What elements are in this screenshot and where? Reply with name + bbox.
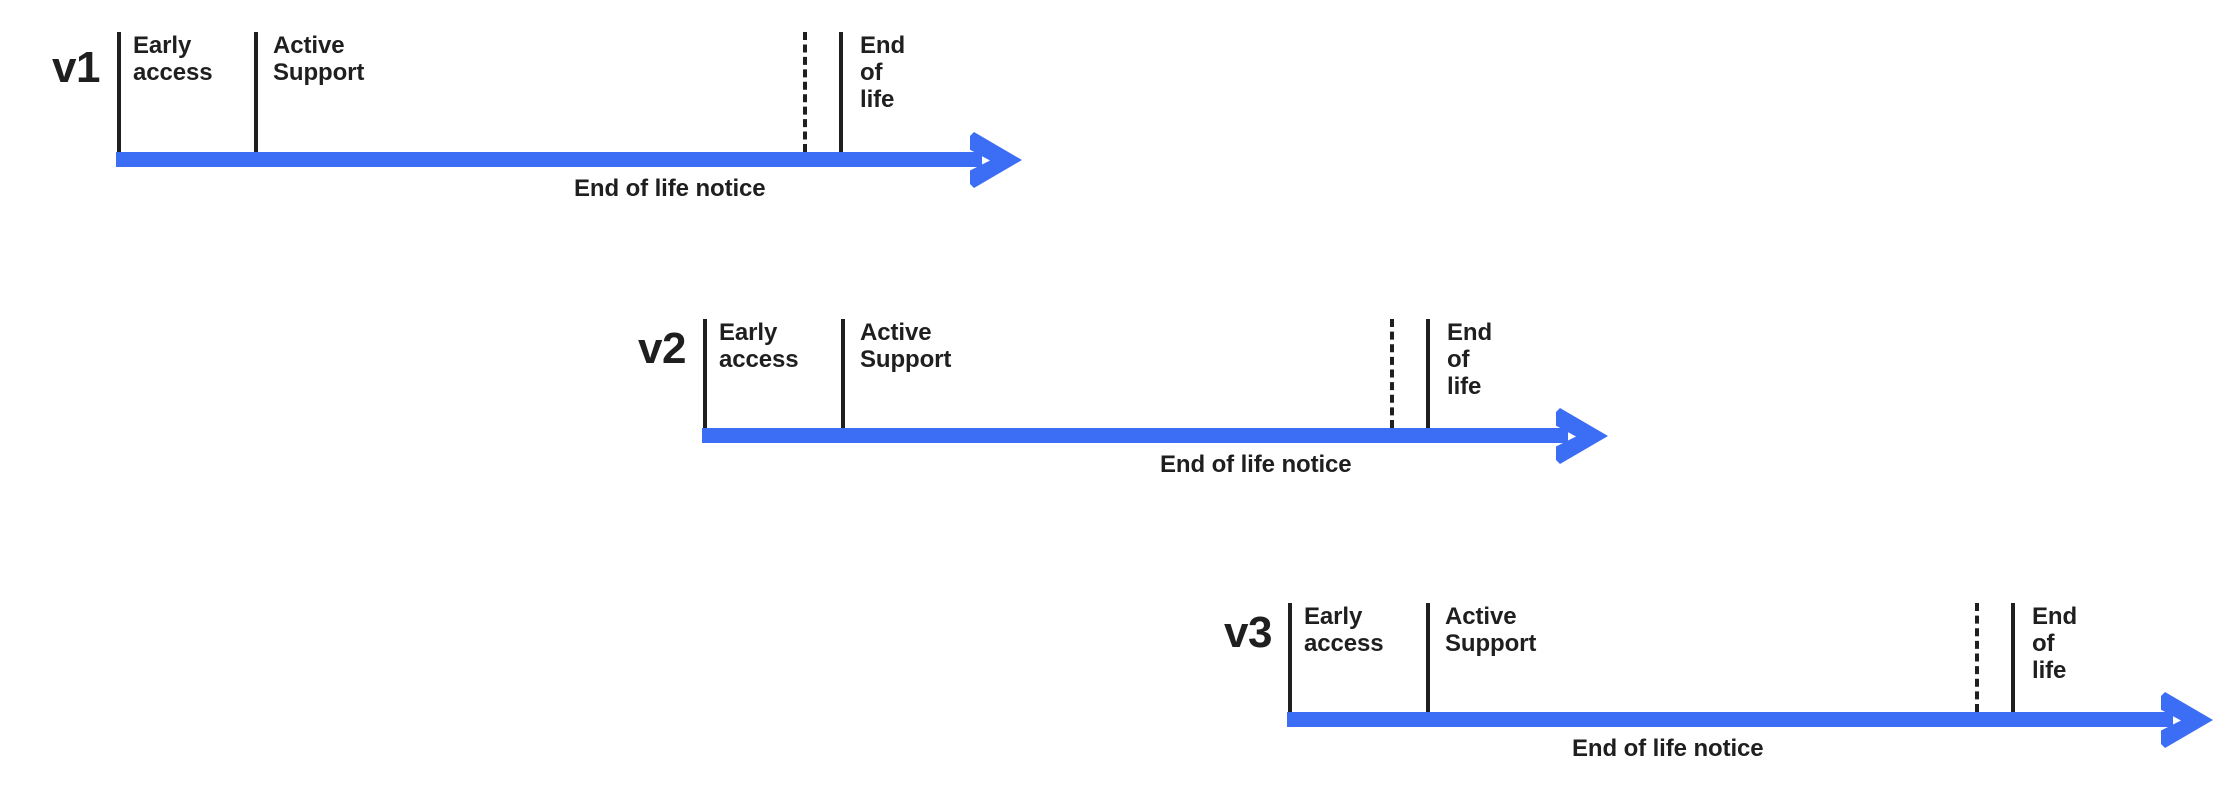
timeline-arrow-head-icon [970, 131, 1022, 188]
end-of-life-notice-dashed-marker [803, 32, 807, 152]
phase-start-divider [1288, 603, 1292, 712]
active-support-divider [254, 32, 258, 152]
timeline-arrow-head-icon [2161, 691, 2213, 748]
end-of-life-divider [839, 32, 843, 152]
end-of-life-notice-label: End of life notice [574, 175, 766, 202]
version-label-v3: v3 [1224, 608, 1272, 657]
version-label-v2: v2 [638, 324, 686, 373]
active-support-divider [1426, 603, 1430, 712]
end-of-life-notice-label: End of life notice [1160, 451, 1352, 478]
end-of-life-notice-label: End of life notice [1572, 735, 1764, 762]
phase-label-active-support: Active Support [273, 32, 365, 86]
active-support-divider [841, 319, 845, 428]
timeline-arrow-head-icon [1556, 407, 1608, 464]
phase-label-end-of-life: End of life [1447, 319, 1493, 400]
end-of-life-notice-dashed-marker [1390, 319, 1394, 428]
phase-label-active-support: Active Support [1445, 603, 1537, 657]
timeline-arrow-shaft [702, 428, 1568, 443]
timeline-arrow-shaft [116, 152, 982, 167]
timeline-arrow-shaft [1287, 712, 2173, 727]
phase-label-early-access: Early access [719, 319, 799, 373]
phase-label-end-of-life: End of life [860, 32, 906, 113]
phase-label-early-access: Early access [1304, 603, 1384, 657]
phase-start-divider [117, 32, 121, 152]
phase-label-active-support: Active Support [860, 319, 952, 373]
phase-start-divider [703, 319, 707, 428]
end-of-life-divider [1426, 319, 1430, 428]
end-of-life-divider [2011, 603, 2015, 712]
version-label-v1: v1 [52, 43, 100, 92]
phase-label-early-access: Early access [133, 32, 213, 86]
end-of-life-notice-dashed-marker [1975, 603, 1979, 712]
phase-label-end-of-life: End of life [2032, 603, 2078, 684]
